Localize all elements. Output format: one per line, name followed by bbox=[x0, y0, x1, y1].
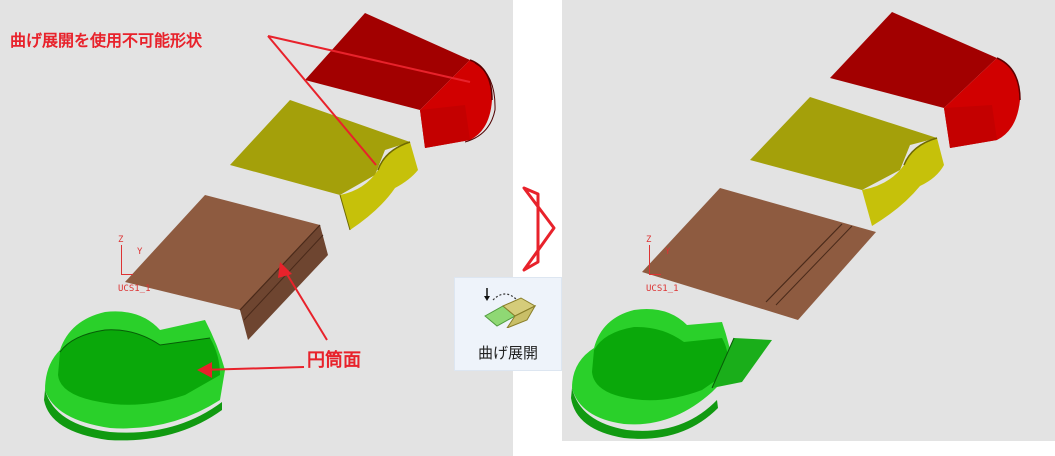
ucs-indicator-after: Z Y UCS1_1 bbox=[646, 236, 706, 296]
brown-part bbox=[125, 195, 328, 340]
yellow-part bbox=[230, 100, 418, 231]
annotation-arrowheads bbox=[197, 262, 292, 378]
ucs-y-axis-after bbox=[649, 274, 661, 275]
annotation-leaders bbox=[199, 35, 471, 371]
unbend-not-possible-label: 曲げ展開を使用不可能形状 bbox=[10, 31, 203, 50]
model-scene-after bbox=[571, 12, 1021, 439]
ucs-z-axis bbox=[121, 245, 122, 275]
ucs-z-label: Z bbox=[118, 235, 124, 245]
ucs-name-after: UCS1_1 bbox=[646, 284, 679, 294]
unbend-button-label: 曲げ展開 bbox=[477, 344, 538, 362]
unbend-icon bbox=[484, 288, 537, 328]
red-part-after bbox=[830, 12, 1021, 148]
yellow-part-after bbox=[750, 97, 944, 226]
ucs-z-label-after: Z bbox=[646, 235, 652, 245]
ucs-y-axis bbox=[121, 274, 133, 275]
unbend-button[interactable]: 曲げ展開 bbox=[454, 277, 562, 371]
viewport-after[interactable]: Z Y UCS1_1 bbox=[562, 0, 1055, 441]
brown-part-after bbox=[642, 188, 876, 320]
green-part bbox=[44, 311, 225, 441]
ucs-z-axis-after bbox=[649, 245, 650, 275]
model-scene-before bbox=[44, 13, 496, 441]
ucs-y-label-after: Y bbox=[665, 247, 671, 257]
ucs-name: UCS1_1 bbox=[118, 284, 151, 294]
ucs-indicator: Z Y UCS1_1 bbox=[118, 236, 178, 296]
viewport-before[interactable]: 曲げ展開を使用不可能形状 円筒面 Z Y UCS1_1 bbox=[0, 0, 513, 456]
right-arrow-icon bbox=[522, 186, 556, 272]
green-part-after bbox=[571, 309, 772, 439]
ucs-y-label: Y bbox=[137, 247, 143, 257]
red-part bbox=[305, 13, 496, 148]
cylinder-face-label: 円筒面 bbox=[307, 350, 361, 371]
